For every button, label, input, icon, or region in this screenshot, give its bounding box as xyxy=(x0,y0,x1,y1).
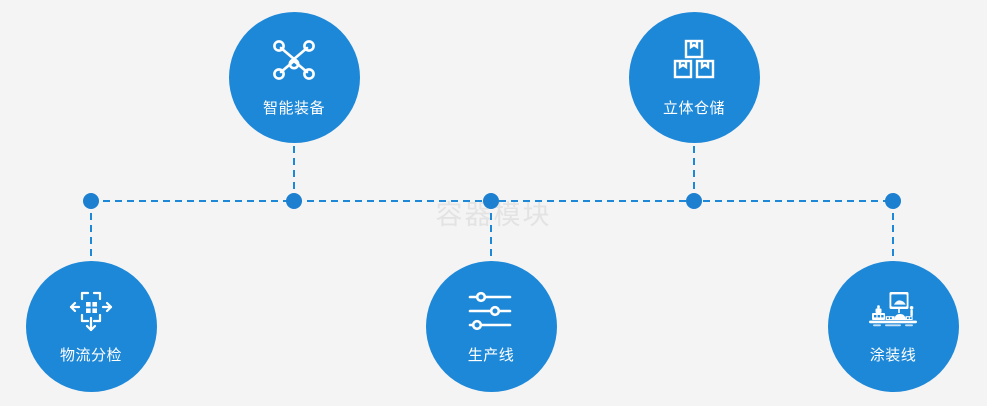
node-logistics-sorting[interactable]: 物流分检 xyxy=(25,260,157,392)
junction-dot-painting-line[interactable] xyxy=(885,193,901,209)
node-label-production-line: 生产线 xyxy=(467,345,515,364)
node-stereoscopic-warehouse[interactable]: 立体仓储 xyxy=(628,11,760,143)
node-label-stereoscopic-warehouse: 立体仓储 xyxy=(662,98,725,117)
stacked-boxes-icon xyxy=(670,38,718,82)
junction-dot-stereoscopic-warehouse[interactable] xyxy=(686,193,702,209)
node-label-painting-line: 涂装线 xyxy=(869,345,917,364)
node-production-line[interactable]: 生产线 xyxy=(425,260,557,392)
sliders-icon xyxy=(467,289,515,333)
node-label-smart-equipment: 智能装备 xyxy=(262,98,325,117)
node-label-logistics-sorting: 物流分检 xyxy=(59,345,122,364)
junction-dot-smart-equipment[interactable] xyxy=(286,193,302,209)
junction-dot-logistics-sorting[interactable] xyxy=(83,193,99,209)
sorting-arrows-icon xyxy=(67,289,115,333)
node-painting-line[interactable]: 涂装线 xyxy=(827,260,959,392)
network-nodes-icon xyxy=(270,38,318,82)
junction-dot-production-line[interactable] xyxy=(483,193,499,209)
paint-booth-icon xyxy=(869,289,917,333)
node-smart-equipment[interactable]: 智能装备 xyxy=(228,11,360,143)
